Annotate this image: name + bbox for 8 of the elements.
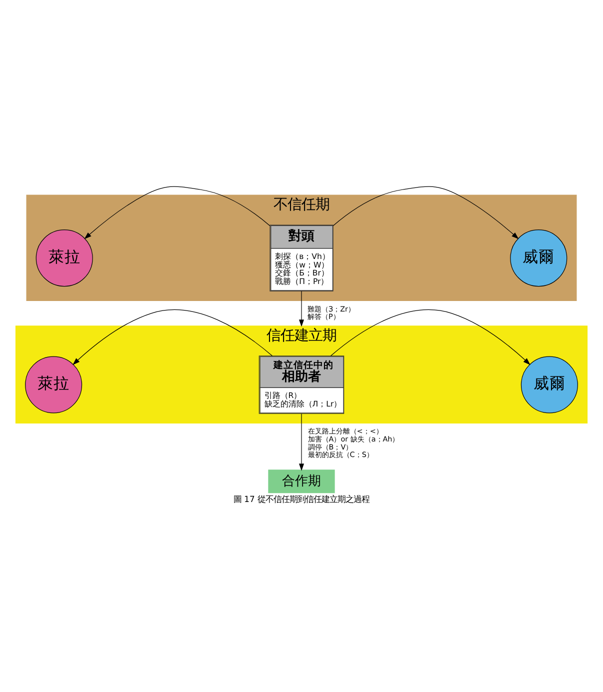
node-box: 合作期	[268, 469, 335, 493]
arrow	[84, 186, 270, 239]
arrow	[332, 186, 519, 239]
arrow	[298, 290, 304, 326]
arrow	[330, 308, 530, 364]
arrow	[298, 412, 304, 470]
arrow	[72, 308, 273, 364]
caption: 圖 17 從不信任期到信任建立期之過程	[233, 493, 370, 504]
